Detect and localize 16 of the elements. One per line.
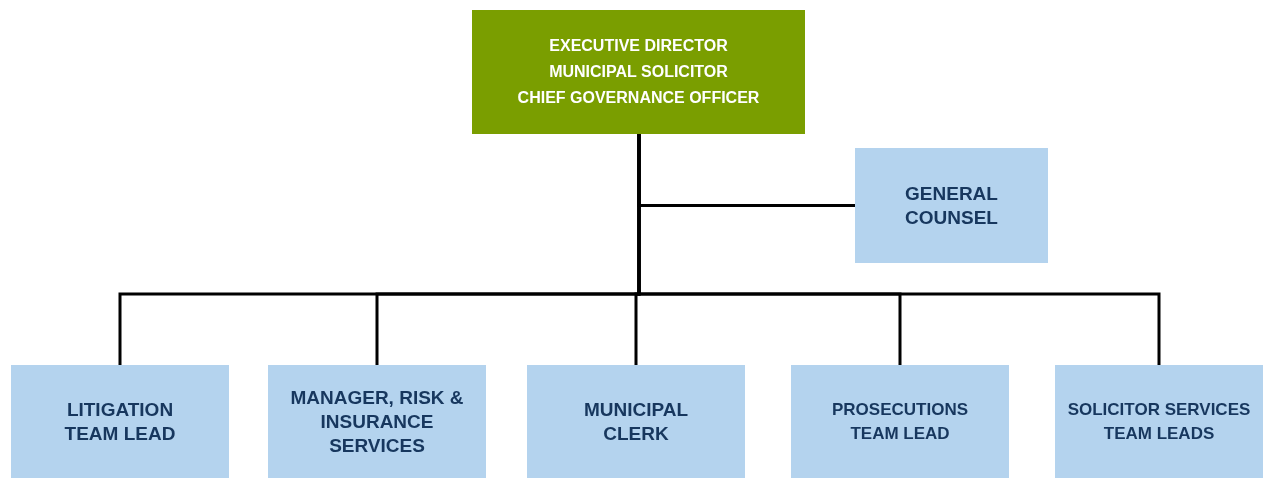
role-title: MUNICIPAL SOLICITOR [549, 62, 728, 82]
role-box [11, 365, 229, 478]
role-title: SOLICITOR SERVICES TEAM LEADS [1066, 398, 1252, 445]
role-title: LITIGATION TEAM LEAD [63, 397, 177, 446]
role-title: CHIEF GOVERNANCE OFFICER [517, 88, 760, 108]
role-title: PROSECUTIONS TEAM LEAD [831, 398, 969, 445]
role-title: MUNICIPAL CLERK [582, 397, 690, 446]
role-title: MANAGER, RISK & INSURANCE SERVICES [289, 385, 465, 458]
role-title: EXECUTIVE DIRECTOR [549, 36, 728, 56]
role-box [1055, 365, 1263, 478]
role-title: GENERAL COUNSEL [904, 181, 999, 230]
role-box [527, 365, 745, 478]
role-box [268, 365, 486, 478]
role-box [791, 365, 1009, 478]
role-box [855, 148, 1048, 263]
executive-box [472, 10, 805, 134]
